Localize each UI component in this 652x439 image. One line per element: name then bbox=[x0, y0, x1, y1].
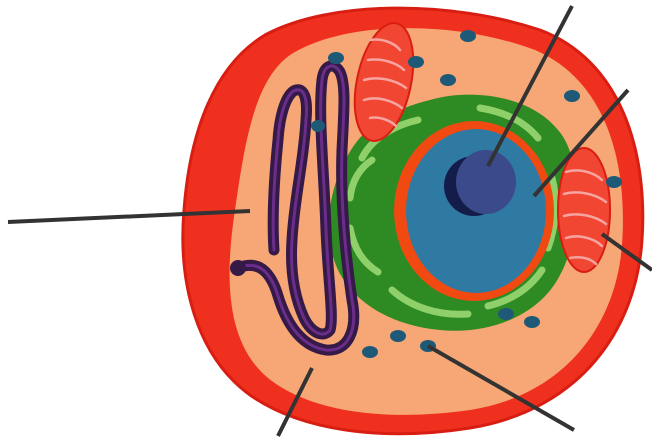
mitochondrion-right bbox=[558, 148, 610, 272]
golgi-vesicle bbox=[230, 260, 246, 276]
